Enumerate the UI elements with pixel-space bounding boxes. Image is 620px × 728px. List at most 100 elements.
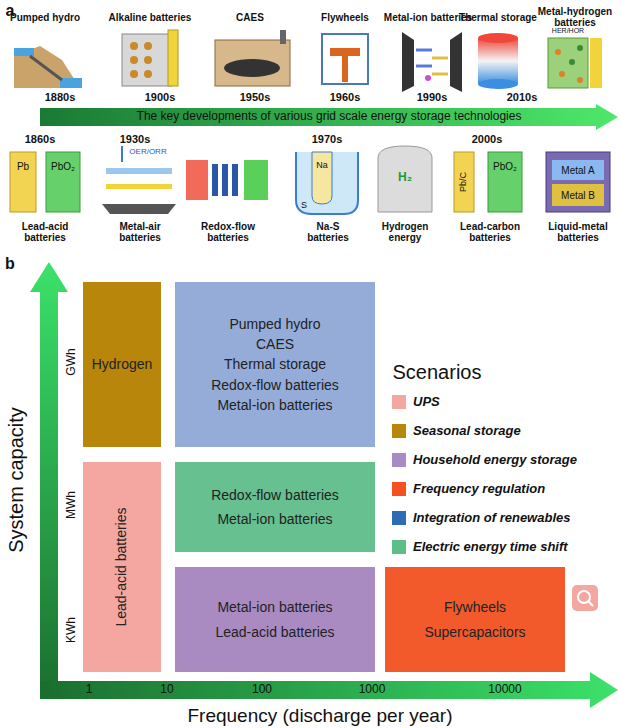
lead-carbon-battery-icon-part xyxy=(488,152,522,212)
technology-name: Pumped hydro xyxy=(229,316,320,332)
legend-text: UPS xyxy=(413,394,440,409)
technology-name: Lead-acid batteries xyxy=(215,624,334,640)
scenario-box: FlywheelsSupercapacitors xyxy=(385,567,565,672)
liquid-metal-battery-icon xyxy=(546,152,610,212)
legend-swatch xyxy=(392,540,406,554)
legend-entry: Frequency regulation xyxy=(392,481,545,496)
technology-label: CAES xyxy=(236,12,264,23)
technology-label: Flywheels xyxy=(321,12,369,23)
thermal-storage-icon-part xyxy=(478,33,518,43)
thermal-storage-icon xyxy=(478,33,518,89)
year-label: 1930s xyxy=(120,133,151,145)
year-label: 1960s xyxy=(330,91,361,103)
lead-carbon-battery-icon xyxy=(454,152,522,212)
alkaline-battery-icon-part xyxy=(144,56,152,64)
timeline-arrow-body xyxy=(40,104,618,130)
icon-text: OER/ORR xyxy=(129,148,166,157)
legend-text: Household energy storage xyxy=(413,452,577,467)
technology-name: Lead-acid batteries xyxy=(114,507,130,626)
technology-name: Metal-ion batteries xyxy=(217,397,332,413)
magnifier-icon-part xyxy=(588,601,593,606)
legend-entry: Household energy storage xyxy=(392,452,577,467)
hydrogen-tank-icon-part xyxy=(378,146,432,212)
icon-text: Metal A xyxy=(561,165,594,176)
technology-name: Redox-flow batteries xyxy=(211,377,339,393)
metal-ion-battery-icon-part xyxy=(432,57,448,60)
thermal-storage-icon-part xyxy=(478,38,518,84)
scenario-box: Redox-flow batteriesMetal-ion batteries xyxy=(175,462,375,552)
flywheel-icon-part xyxy=(322,34,368,84)
metal-ion-battery-icon-part xyxy=(432,73,448,76)
na-s-battery-icon-part xyxy=(312,152,332,204)
liquid-metal-battery-icon-part xyxy=(546,152,610,212)
technology-label: Na-S batteries xyxy=(298,221,358,243)
legend-entry: Integration of renewables xyxy=(392,510,570,525)
metal-air-battery-icon-part xyxy=(106,168,172,174)
liquid-metal-battery-icon-part xyxy=(552,184,604,206)
metal-hydrogen-battery-icon-part xyxy=(548,38,588,88)
icon-text: PbO₂ xyxy=(51,161,75,172)
icon-text: H₂ xyxy=(398,171,412,184)
technology-label: Lead-acid batteries xyxy=(12,221,78,243)
tick-label: GWh xyxy=(65,348,78,375)
liquid-metal-battery-icon-part xyxy=(552,160,604,180)
metal-hydrogen-battery-icon-part xyxy=(577,45,583,51)
tick-label: KWh xyxy=(65,617,78,643)
metal-air-battery-icon-part xyxy=(106,184,172,189)
axis-title: Frequency (discharge per year) xyxy=(187,706,452,727)
technology-name: Metal-ion batteries xyxy=(217,511,332,527)
na-s-battery-icon-part xyxy=(296,152,358,214)
metal-ion-battery-icon-part xyxy=(425,75,431,81)
technology-label: Pumped hydro xyxy=(10,12,80,23)
na-s-battery-icon xyxy=(296,152,358,214)
tick-label: 10000 xyxy=(488,683,521,696)
metal-ion-battery-icon-part xyxy=(416,49,432,52)
scenario-box: Pumped hydroCAESThermal storageRedox-flo… xyxy=(175,282,375,447)
legend-text: Electric energy time shift xyxy=(413,539,568,554)
icon-text: PbO₂ xyxy=(493,161,517,172)
technology-name: Hydrogen xyxy=(92,356,153,372)
legend-entry: Seasonal storage xyxy=(392,423,521,438)
legend-swatch xyxy=(392,395,406,409)
technology-label: Thermal storage xyxy=(459,12,537,23)
metal-ion-battery-icon-part xyxy=(416,65,432,68)
technology-label: Metal-air batteries xyxy=(107,221,173,243)
year-label: 2010s xyxy=(507,91,538,103)
metal-ion-battery-icon-part xyxy=(402,32,414,92)
alkaline-battery-icon-part xyxy=(144,42,152,50)
metal-air-battery-icon-part xyxy=(102,204,176,214)
metal-hydrogen-battery-icon-part xyxy=(559,71,565,77)
year-label: 1860s xyxy=(25,133,56,145)
scenario-box: Lead-acid batteries xyxy=(83,462,161,672)
magnifier-icon-part xyxy=(572,585,598,611)
caes-icon-part xyxy=(224,59,280,77)
pumped-hydro-icon xyxy=(14,46,82,88)
alkaline-battery-icon-part xyxy=(144,70,152,78)
technology-label: Hydrogen energy xyxy=(374,221,436,243)
year-label: 1900s xyxy=(145,91,176,103)
year-label: 1970s xyxy=(312,133,343,145)
year-label: 1950s xyxy=(240,91,271,103)
flywheel-icon-part xyxy=(342,56,348,82)
redox-flow-battery-icon-part xyxy=(186,160,208,200)
caes-icon-part xyxy=(280,30,286,44)
scenario-box: Metal-ion batteriesLead-acid batteries xyxy=(175,567,375,672)
technology-name: CAES xyxy=(256,336,294,352)
legend-text: Seasonal storage xyxy=(413,423,521,438)
redox-flow-battery-icon xyxy=(186,160,268,200)
flywheel-icon-part xyxy=(330,48,360,56)
icon-text: Pb/C xyxy=(459,172,469,192)
legend-swatch xyxy=(392,424,406,438)
lead-acid-battery-icon xyxy=(10,152,80,212)
metal-air-battery-icon-part xyxy=(121,146,123,162)
tick-label: 10 xyxy=(160,683,173,696)
alkaline-battery-icon-part xyxy=(122,34,172,86)
legend-heading: Scenarios xyxy=(393,361,482,383)
icon-text: HER/HOR xyxy=(552,27,584,35)
metal-hydrogen-battery-icon xyxy=(548,38,602,88)
legend-entry: UPS xyxy=(392,394,440,409)
x-axis-arrow xyxy=(40,672,618,708)
year-label: 2000s xyxy=(472,133,503,145)
redox-flow-battery-icon-part xyxy=(244,160,268,200)
